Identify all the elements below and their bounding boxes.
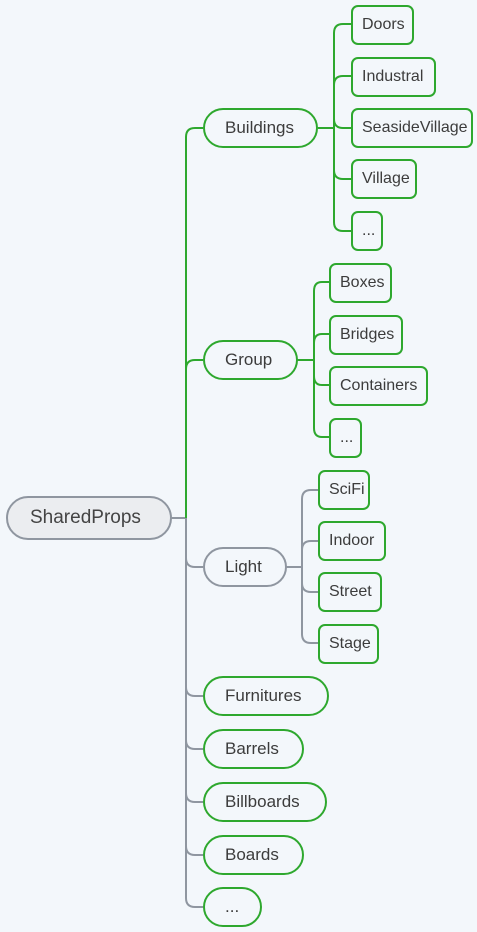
leaf-doors-label: Doors: [362, 16, 405, 33]
leaf-bridges-label: Bridges: [340, 326, 395, 343]
leaf-seasidevillage-label: SeasideVillage: [362, 119, 468, 136]
group-ticks: [313, 281, 330, 438]
leaf-stage[interactable]: Stage: [318, 624, 379, 664]
branch-buildings[interactable]: Buildings: [203, 108, 318, 148]
root-node-sharedprops[interactable]: SharedProps: [6, 496, 172, 540]
leaf-industral[interactable]: Industral: [351, 57, 436, 97]
branch-light[interactable]: Light: [203, 547, 287, 587]
branch-billboards[interactable]: Billboards: [203, 782, 327, 822]
leaf-indoor[interactable]: Indoor: [318, 521, 386, 561]
leaf-boxes-label: Boxes: [340, 274, 385, 291]
leaf-village-label: Village: [362, 170, 410, 187]
branch-light-label: Light: [225, 557, 262, 576]
buildings-ticks: [333, 23, 351, 232]
leaf-stage-label: Stage: [329, 635, 371, 652]
leaf-containers-label: Containers: [340, 377, 418, 394]
leaf-bridges[interactable]: Bridges: [329, 315, 403, 355]
leaf-buildings-more-label: ...: [362, 222, 376, 239]
buildings-spine: [333, 23, 344, 232]
light-spine: [301, 489, 312, 644]
branch-more[interactable]: ...: [203, 887, 262, 927]
branch-group-label: Group: [225, 350, 273, 369]
leaf-boxes[interactable]: Boxes: [329, 263, 392, 303]
leaf-doors[interactable]: Doors: [351, 5, 414, 45]
leaf-containers[interactable]: Containers: [329, 366, 428, 406]
leaf-scifi[interactable]: SciFi: [318, 470, 370, 510]
connector-light: [185, 557, 203, 568]
connector-boards: [185, 845, 203, 856]
branch-barrels-label: Barrels: [225, 739, 279, 758]
leaf-buildings-more[interactable]: ...: [351, 211, 383, 251]
leaf-group-more[interactable]: ...: [329, 418, 362, 458]
branch-boards[interactable]: Boards: [203, 835, 304, 875]
leaf-indoor-label: Indoor: [329, 532, 375, 549]
branch-furnitures-label: Furnitures: [225, 686, 302, 705]
group-spine: [313, 281, 323, 438]
connector-billboards: [185, 792, 203, 803]
leaf-village[interactable]: Village: [351, 159, 417, 199]
leaf-street-label: Street: [329, 583, 372, 600]
leaf-industral-label: Industral: [362, 68, 424, 85]
light-ticks: [301, 489, 319, 644]
branch-buildings-label: Buildings: [225, 118, 294, 137]
leaf-scifi-label: SciFi: [329, 481, 365, 498]
connector-barrels: [185, 739, 203, 750]
branch-furnitures[interactable]: Furnitures: [203, 676, 329, 716]
leaf-group-more-label: ...: [340, 429, 354, 446]
connector-furnitures: [185, 686, 203, 697]
branch-group[interactable]: Group: [203, 340, 298, 380]
branch-billboards-label: Billboards: [225, 792, 300, 811]
leaf-seasidevillage[interactable]: SeasideVillage: [351, 108, 473, 148]
trunk-green-buildings: [185, 127, 203, 518]
root-label: SharedProps: [30, 507, 141, 528]
branch-barrels[interactable]: Barrels: [203, 729, 304, 769]
trunk-gray: [185, 518, 203, 908]
branch-boards-label: Boards: [225, 845, 279, 864]
branch-more-label: ...: [225, 897, 240, 916]
leaf-street[interactable]: Street: [318, 572, 382, 612]
connector-group: [185, 359, 203, 370]
